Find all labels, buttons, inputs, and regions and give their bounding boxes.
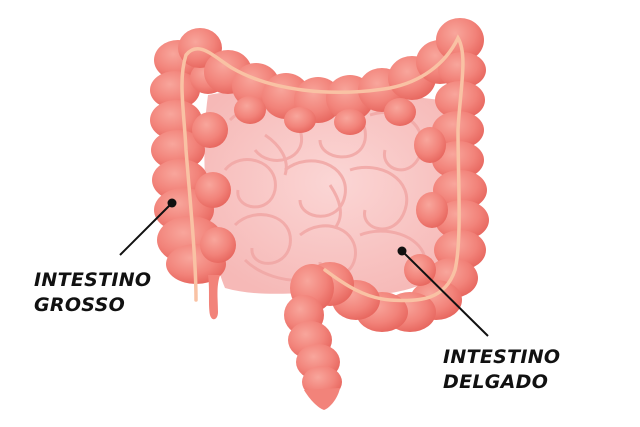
label-small-intestine: INTESTINO DELGADO [443,345,560,395]
label-small-intestine-line2: DELGADO [443,371,549,393]
rectum [304,388,340,410]
pointer-small-intestine [397,246,489,337]
label-large-intestine-line2: GROSSO [34,294,126,316]
ascending-colon [150,40,236,284]
descending-colon [404,52,489,320]
appendix [208,275,220,320]
pointer-large-intestine [119,198,177,256]
label-small-intestine-line1: INTESTINO [443,346,561,368]
label-large-intestine: INTESTINO GROSSO [34,268,151,318]
label-large-intestine-line1: INTESTINO [34,269,152,291]
